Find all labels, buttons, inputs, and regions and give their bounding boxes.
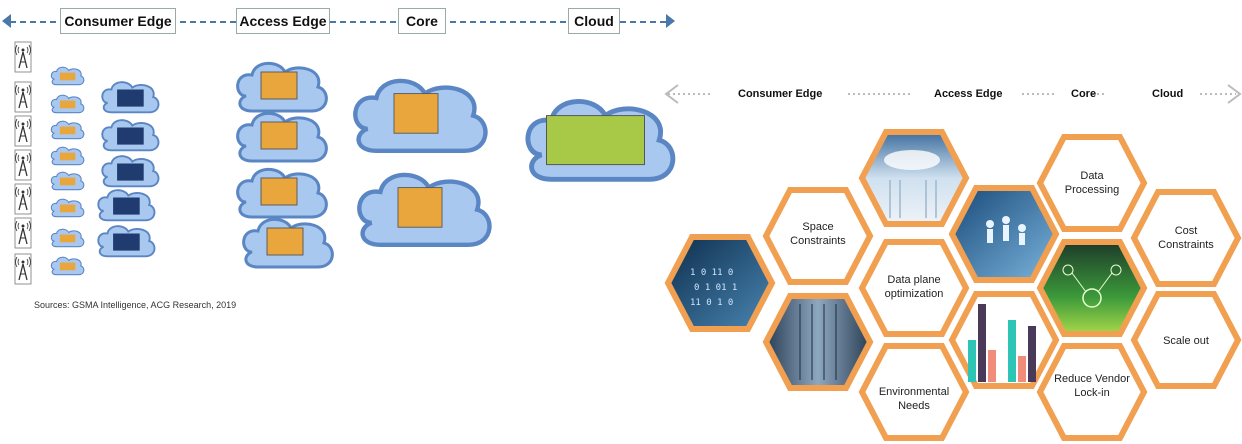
right-label-consumer-edge: Consumer Edge [738, 88, 823, 100]
hex-label-data-plane: Data plane optimization [884, 274, 944, 300]
sources-note: Sources: GSMA Intelligence, ACG Research… [34, 300, 237, 310]
network-clouds-illustration [14, 41, 700, 285]
right-label-cloud: Cloud [1152, 88, 1184, 100]
label-access-edge: Access Edge [236, 8, 330, 34]
hex-cost-constraints [1130, 189, 1242, 287]
hex-people-image [948, 185, 1060, 283]
hex-sky-image [858, 129, 970, 227]
right-arrowhead [666, 14, 675, 28]
dashed-connector [10, 21, 666, 23]
aggregation-clouds [97, 81, 160, 258]
svg-text:1 0 11 0: 1 0 11 0 [690, 268, 733, 278]
hex-label-scale-out: Scale out [1163, 335, 1209, 347]
hex-data-processing [1036, 134, 1148, 232]
hex-server-image [762, 293, 874, 391]
hex-label-space-constraints: Space Constraints [790, 221, 846, 247]
hex-space-constraints [762, 187, 874, 285]
right-header-arrows [664, 84, 1242, 104]
core-clouds [355, 81, 489, 245]
hex-field-image [1036, 239, 1148, 337]
hexagon-cluster: 1 0 11 0 0 1 01 1 11 0 1 0 [664, 129, 1242, 441]
right-label-access-edge: Access Edge [934, 88, 1003, 100]
hex-label-cost-constraints: Cost Constraints [1158, 225, 1214, 251]
label-cloud: Cloud [568, 8, 620, 34]
hex-label-environmental-needs: Environmental Needs [878, 386, 950, 412]
access-edge-clouds [236, 61, 334, 269]
consumer-edge-clouds [50, 66, 85, 276]
hex-label-data-processing: Data Processing [1064, 170, 1120, 196]
label-core: Core [398, 8, 446, 34]
hex-scale-out [1130, 291, 1242, 389]
hex-binary-image: 1 0 11 0 0 1 01 1 11 0 1 0 [664, 234, 776, 332]
hex-data-plane [858, 239, 970, 337]
hex-barchart-image [948, 291, 1060, 389]
label-consumer-edge: Consumer Edge [60, 8, 176, 34]
hex-reduce-vendor-lockin [1036, 343, 1148, 441]
cell-tower-icons [14, 41, 32, 285]
svg-text:11 0 1 0: 11 0 1 0 [690, 298, 733, 308]
right-label-core: Core [1071, 88, 1097, 100]
svg-text:0 1 01 1: 0 1 01 1 [694, 283, 737, 293]
hex-label-reduce-vendor-lockin: Reduce Vendor Lock-in [1054, 373, 1130, 399]
cloud-datacenter [528, 101, 673, 179]
left-arrowhead [2, 14, 11, 28]
hex-environmental-needs [858, 343, 970, 441]
